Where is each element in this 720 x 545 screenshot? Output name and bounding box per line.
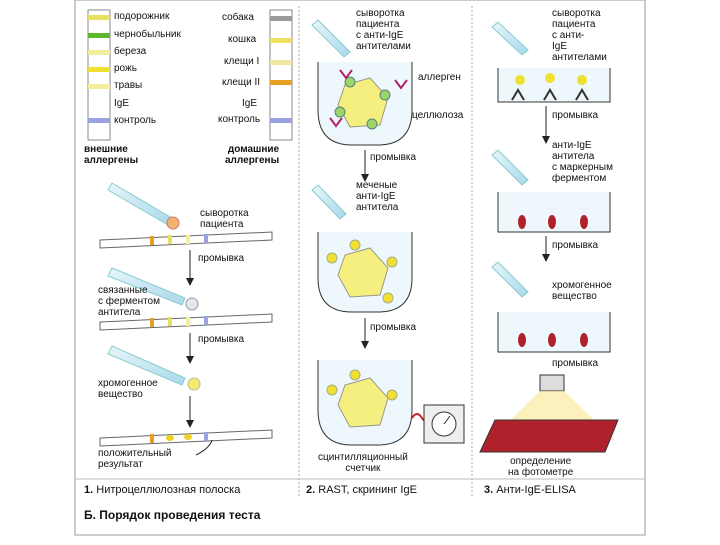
p3-wash1-label: промывка xyxy=(552,110,599,121)
caption-3-number: 3. xyxy=(484,484,494,496)
outdoor-legend-5: IgE xyxy=(114,98,130,109)
p2-counter-label: сцинтилляционный счетчик xyxy=(318,452,408,474)
outdoor-strip xyxy=(87,9,111,141)
p3-well-2 xyxy=(491,149,611,233)
caption-2-text: RAST, скрининг IgE xyxy=(318,484,417,496)
strip-1 xyxy=(99,231,273,249)
photometer xyxy=(479,374,619,453)
p1-serum-label: сыворотка пациента xyxy=(200,208,249,230)
p2-serum-label: сыворотка пациента с анти-IgE антителами xyxy=(356,8,411,52)
p2-wash1-label: промывка xyxy=(370,152,417,163)
p2-wash2-label: промывка xyxy=(370,322,417,333)
indoor-legend-5: контроль xyxy=(218,114,261,125)
pipette-1 xyxy=(107,182,180,230)
caption-3: 3. Анти-IgE-ELISA xyxy=(484,484,576,496)
outdoor-legend-2: береза xyxy=(114,46,147,57)
p3-well-1 xyxy=(491,21,611,103)
outdoor-title: внешние аллергены xyxy=(84,144,139,166)
p2-beaker-3 xyxy=(317,360,413,446)
p1-wash1-label: промывка xyxy=(198,253,245,264)
p2-labeled-label: меченые анти-IgE антитела xyxy=(356,180,399,213)
caption-1-number: 1. xyxy=(84,484,94,496)
figure-frame xyxy=(74,0,646,536)
indoor-legend-0: собака xyxy=(222,12,254,23)
caption-1-text: Нитроцеллюлозная полоска xyxy=(96,484,241,496)
p1-positive-label: положительный результат xyxy=(98,448,172,470)
caption-2-number: 2. xyxy=(306,484,316,496)
scintillation-counter xyxy=(423,404,465,444)
p3-antiIgE-label: анти-IgE антитела с маркерным ферментом xyxy=(552,140,613,184)
outdoor-legend-4: травы xyxy=(114,80,143,91)
indoor-legend-4: IgE xyxy=(242,98,258,109)
outdoor-legend-1: чернобыльник xyxy=(114,29,181,40)
outdoor-legend-3: рожь xyxy=(114,63,137,74)
p2-beaker-1 xyxy=(317,62,413,146)
p3-wash3-label: промывка xyxy=(552,358,599,369)
p2-cellulose-label: целлюлоза xyxy=(412,110,464,121)
p3-well-3 xyxy=(491,261,611,353)
caption-2: 2. RAST, скрининг IgE xyxy=(306,484,417,496)
p2-beaker-2 xyxy=(317,232,413,313)
pipette-2 xyxy=(107,267,199,311)
footer-title: Б. Порядок проведения теста xyxy=(84,508,261,522)
caption-1: 1. Нитроцеллюлозная полоска xyxy=(84,484,240,496)
p3-chromogen-label: хромогенное вещество xyxy=(552,280,612,302)
p3-photometer-label: определение на фотометре xyxy=(508,456,574,478)
outdoor-legend-6: контроль xyxy=(114,115,157,126)
p1-chromogen-label: хромогенное вещество xyxy=(98,378,158,400)
p3-wash2-label: промывка xyxy=(552,240,599,251)
p1-enzyme-label: связанные с ферментом антитела xyxy=(98,285,160,318)
indoor-legend-2: клещи I xyxy=(224,56,260,67)
result-pointer xyxy=(195,439,213,456)
p3-serum-label: сыворотка пациента с анти- IgE антителам… xyxy=(552,8,607,63)
pipette-3 xyxy=(107,345,201,391)
outdoor-legend-0: подорожник xyxy=(114,11,170,22)
p1-wash2-label: промывка xyxy=(198,334,245,345)
caption-3-text: Анти-IgE-ELISA xyxy=(496,484,576,496)
indoor-legend-1: кошка xyxy=(228,34,257,45)
p2-allergen-label: аллерген xyxy=(418,72,461,83)
p2-pipette-1 xyxy=(311,19,351,58)
indoor-strip xyxy=(269,9,293,141)
indoor-legend-3: клещи II xyxy=(222,77,261,88)
p2-pipette-2 xyxy=(311,184,347,220)
indoor-title: домашние аллергены xyxy=(225,144,280,166)
strip-2 xyxy=(99,313,273,331)
strip-3 xyxy=(99,429,273,447)
